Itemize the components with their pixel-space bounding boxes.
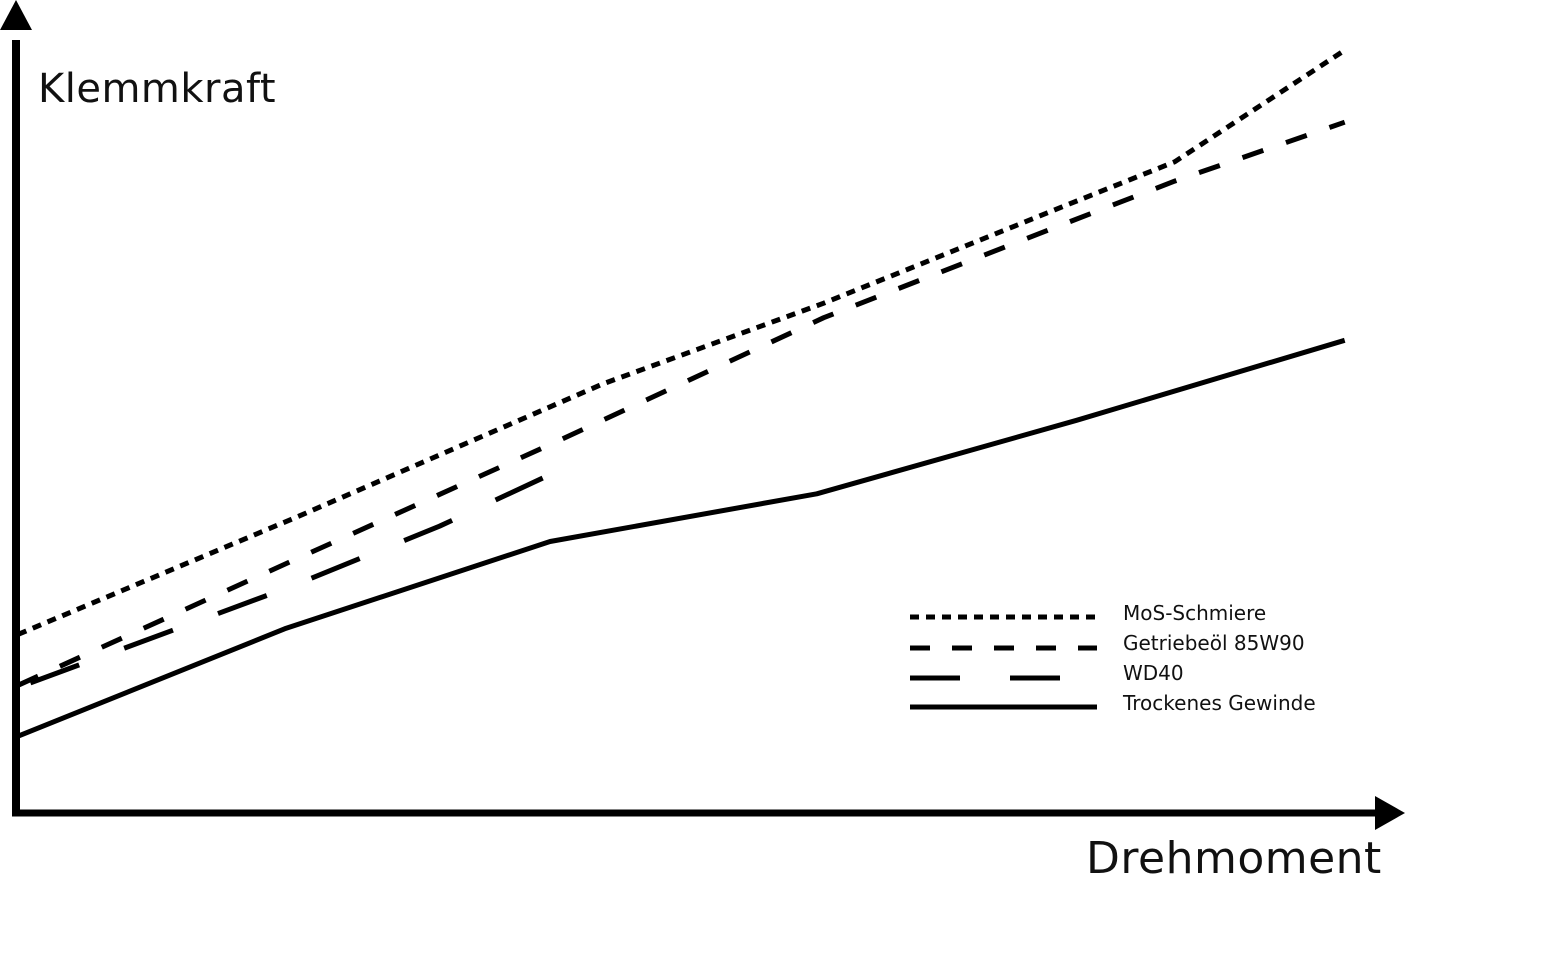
legend-item-mos: MoS-Schmiere xyxy=(905,600,1365,630)
axes xyxy=(0,0,1405,830)
legend-item-getriebeoel: Getriebeöl 85W90 xyxy=(905,630,1365,660)
solid-line-icon xyxy=(910,704,1097,710)
x-axis-arrowhead-icon xyxy=(1375,796,1405,830)
y-axis-label: Klemmkraft xyxy=(38,66,277,112)
legend-label: MoS-Schmiere xyxy=(1123,601,1267,625)
legend-label: WD40 xyxy=(1123,661,1184,685)
legend-label: Getriebeöl 85W90 xyxy=(1123,631,1305,655)
long-dashed-line-icon xyxy=(910,675,1065,681)
legend-label: Trockenes Gewinde xyxy=(1123,691,1316,715)
dotted-line-icon xyxy=(910,614,1097,620)
x-axis-label: Drehmoment xyxy=(1086,833,1382,884)
series-line-getriebe-l-85w90 xyxy=(16,119,1346,688)
y-axis-arrowhead-icon xyxy=(0,0,32,30)
legend-item-wd40: WD40 xyxy=(905,660,1365,690)
series-line-trockenes-gewinde xyxy=(17,337,1346,739)
dashed-line-icon xyxy=(910,645,1097,651)
series-line-wd40 xyxy=(29,466,564,686)
series-line-mos-schmiere xyxy=(17,48,1347,637)
series-layer xyxy=(16,48,1347,739)
legend-item-trockenes-gewinde: Trockenes Gewinde xyxy=(905,690,1365,720)
